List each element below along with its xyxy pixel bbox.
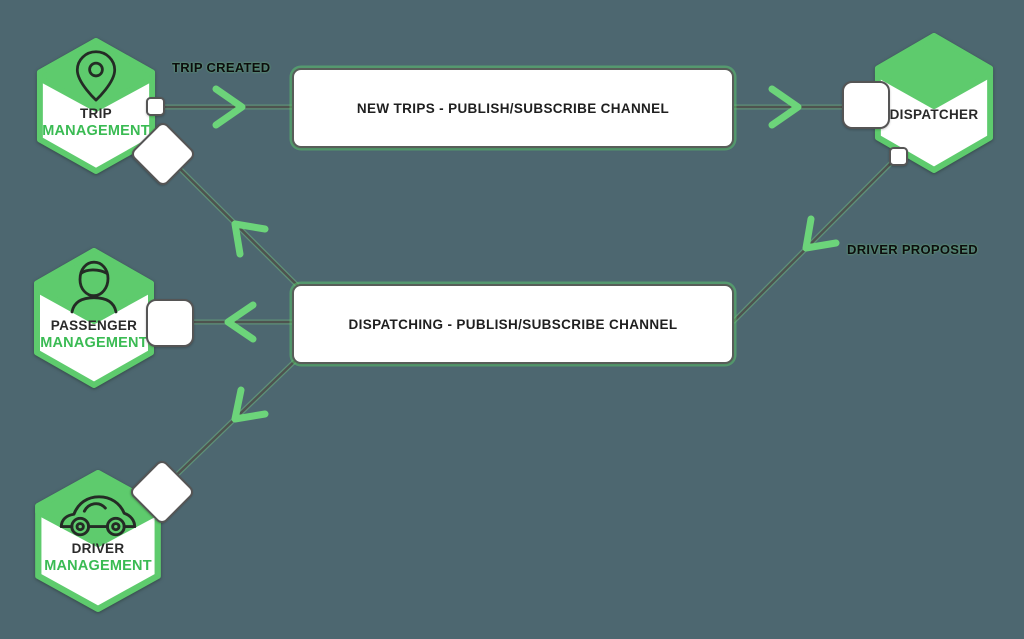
passenger-input-port [146, 299, 194, 347]
edge-label-trip-created: TRIP CREATED [172, 60, 271, 75]
dispatcher-input-port [842, 81, 890, 129]
node-driver-management: DRIVER MANAGEMENT [32, 469, 164, 613]
channel-new-trips-label: NEW TRIPS - PUBLISH/SUBSCRIBE CHANNEL [356, 100, 670, 116]
trip-node-subtitle: MANAGEMENT [42, 122, 150, 139]
hexagon-shape [874, 33, 994, 173]
driver-node-subtitle: MANAGEMENT [44, 558, 152, 575]
driver-node-title: DRIVER [71, 541, 125, 556]
trip-node-title: TRIP [80, 106, 112, 121]
channel-new-trips: NEW TRIPS - PUBLISH/SUBSCRIBE CHANNEL [292, 68, 734, 148]
person-icon [70, 260, 118, 314]
channel-dispatching-label: DISPATCHING - PUBLISH/SUBSCRIBE CHANNEL [348, 316, 678, 332]
node-trip-management: TRIP MANAGEMENT [34, 37, 158, 175]
dispatcher-node-title: DISPATCHER [889, 107, 979, 123]
dispatcher-output-port [889, 147, 908, 166]
hexagon-shape [36, 37, 156, 175]
map-pin-icon [75, 50, 117, 102]
hexagon-shape [35, 470, 161, 612]
channel-dispatching: DISPATCHING - PUBLISH/SUBSCRIBE CHANNEL [292, 284, 734, 364]
passenger-node-subtitle: MANAGEMENT [40, 335, 148, 352]
node-dispatcher: DISPATCHER [872, 32, 996, 174]
arrowhead-chevrons [212, 85, 840, 423]
hexagon-shape [34, 248, 154, 388]
edge-label-driver-proposed: DRIVER PROPOSED [847, 242, 978, 257]
car-icon [59, 495, 137, 537]
node-passenger-management: PASSENGER MANAGEMENT [31, 247, 157, 389]
trip-output-port [146, 97, 165, 116]
passenger-node-title: PASSENGER [50, 318, 138, 333]
